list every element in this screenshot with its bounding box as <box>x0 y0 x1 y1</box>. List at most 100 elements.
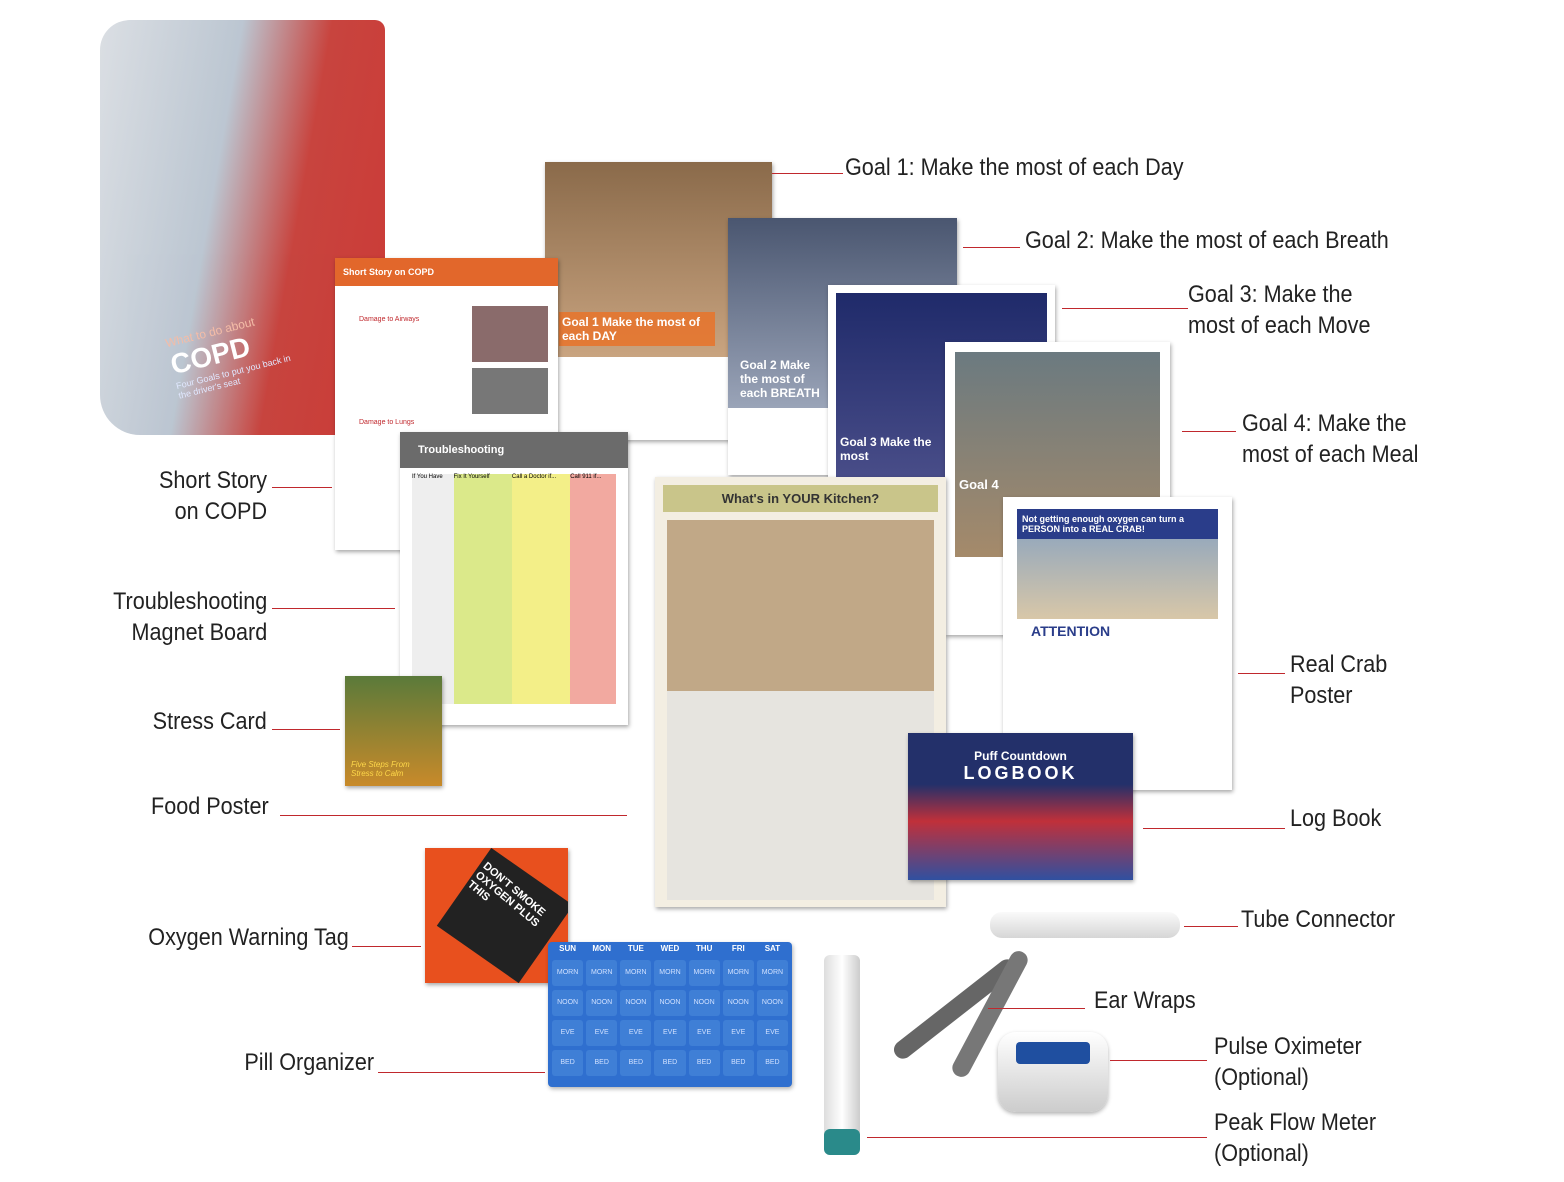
pill-compartment[interactable]: EVE <box>620 1020 652 1046</box>
pill-day-label: THU <box>695 944 713 953</box>
col-if-you-have: If You Have <box>412 474 454 704</box>
pill-compartment[interactable]: MORN <box>552 960 584 986</box>
short-story-section-1: Damage to Airways <box>359 316 420 323</box>
short-story-header: Short Story on COPD <box>335 258 558 286</box>
troubleshooting-leader <box>272 608 395 609</box>
label-peak-line2: (Optional) <box>1214 1140 1309 1167</box>
goal3-leader <box>1062 308 1188 309</box>
label-pulse-line1: Pulse Oximeter <box>1214 1033 1362 1060</box>
crab-poster-leader <box>1238 673 1285 674</box>
pill-compartment[interactable]: NOON <box>722 990 754 1016</box>
pill-compartment[interactable]: NOON <box>688 990 720 1016</box>
pulse-oximeter-leader <box>1110 1060 1207 1061</box>
pill-compartment[interactable]: EVE <box>654 1020 686 1046</box>
crab-poster-header: Not getting enough oxygen can turn a PER… <box>1017 509 1218 539</box>
pill-compartment[interactable]: EVE <box>586 1020 618 1046</box>
oxygen-tag-leader <box>352 946 421 947</box>
pill-compartment[interactable]: EVE <box>688 1020 720 1046</box>
goal4-leader <box>1182 431 1236 432</box>
goal1-banner: Goal 1 Make the most of each DAY <box>559 312 715 346</box>
label-log-book: Log Book <box>1290 805 1382 832</box>
pill-compartment[interactable]: BED <box>552 1050 584 1076</box>
peak-flow-leader <box>867 1137 1207 1138</box>
pill-compartment[interactable]: EVE <box>756 1020 788 1046</box>
goal2-leader <box>963 247 1020 248</box>
label-stress-card: Stress Card <box>152 708 267 735</box>
troubleshooting-board: Troubleshooting If You Have Fix It Yours… <box>400 432 628 725</box>
logbook-title: Puff Countdown <box>974 749 1067 763</box>
label-peak-flow: Peak Flow Meter (Optional) <box>1214 1107 1376 1169</box>
short-story-section-2: Damage to Lungs <box>359 419 415 426</box>
troubleshooting-header: Troubleshooting <box>400 432 628 468</box>
goal2-banner: Goal 2 Make the most of each BREATH <box>740 358 820 400</box>
oxygen-warning-tag: DON'T SMOKE OXYGEN PLUS THIS <box>425 848 568 983</box>
pill-compartment[interactable]: MORN <box>756 960 788 986</box>
food-poster-leader <box>280 815 627 816</box>
pill-compartment[interactable]: BED <box>722 1050 754 1076</box>
pill-compartment[interactable]: EVE <box>552 1020 584 1046</box>
pill-day-label: SAT <box>764 944 781 953</box>
log-book-leader <box>1143 828 1285 829</box>
crab-poster-attention: ATTENTION <box>1031 623 1111 639</box>
pulse-oximeter <box>998 1032 1108 1112</box>
pill-compartment[interactable]: NOON <box>756 990 788 1016</box>
label-pulse-line2: (Optional) <box>1214 1064 1309 1091</box>
label-goal2: Goal 2: Make the most of each Breath <box>1025 227 1389 254</box>
label-pill-organizer: Pill Organizer <box>244 1049 374 1076</box>
col-fix-yourself: Fix It Yourself <box>453 474 512 704</box>
label-short-story-line1: Short Story <box>158 467 267 494</box>
label-troubleshooting-line2: Magnet Board <box>131 619 267 646</box>
pill-compartment[interactable]: NOON <box>552 990 584 1016</box>
label-goal4-line1: Goal 4: Make the <box>1242 410 1407 437</box>
pill-compartment[interactable]: MORN <box>722 960 754 986</box>
pill-compartment[interactable]: NOON <box>586 990 618 1016</box>
stress-card: Five Steps From Stress to Calm <box>345 676 442 786</box>
label-short-story: Short Story on COPD <box>159 465 267 527</box>
pill-compartment[interactable]: NOON <box>654 990 686 1016</box>
pill-compartment[interactable]: MORN <box>688 960 720 986</box>
label-goal1: Goal 1: Make the most of each Day <box>845 154 1184 181</box>
peak-flow-meter <box>824 955 860 1155</box>
pill-compartment[interactable]: MORN <box>620 960 652 986</box>
short-story-leader <box>272 487 332 488</box>
pill-compartment[interactable]: BED <box>756 1050 788 1076</box>
pill-day-label: MON <box>592 944 612 953</box>
ear-wraps-leader <box>988 1008 1085 1009</box>
food-poster: What's in YOUR Kitchen? <box>655 477 946 907</box>
label-goal3-line1: Goal 3: Make the <box>1188 281 1353 308</box>
pill-day-label: SUN <box>559 944 577 953</box>
pill-day-label: FRI <box>731 944 745 953</box>
label-peak-line1: Peak Flow Meter <box>1214 1109 1377 1136</box>
col-call-911: Call 911 if... <box>570 474 616 704</box>
stress-card-title: Five Steps From Stress to Calm <box>351 760 410 778</box>
label-goal4-line2: most of each Meal <box>1242 441 1419 468</box>
food-poster-title: What's in YOUR Kitchen? <box>663 485 938 512</box>
label-tube-connector: Tube Connector <box>1241 906 1396 933</box>
label-crab-line2: Poster <box>1290 682 1353 709</box>
label-troubleshooting-line1: Troubleshooting <box>112 588 267 615</box>
label-oxygen-tag: Oxygen Warning Tag <box>148 924 349 951</box>
pill-compartment[interactable]: BED <box>654 1050 686 1076</box>
pill-compartment[interactable]: EVE <box>722 1020 754 1046</box>
label-short-story-line2: on COPD <box>174 498 267 525</box>
pill-compartment[interactable]: MORN <box>586 960 618 986</box>
goal1-leader <box>772 173 843 174</box>
log-book: Puff Countdown LOGBOOK <box>908 733 1133 880</box>
pill-compartment[interactable]: NOON <box>620 990 652 1016</box>
label-food-poster: Food Poster <box>151 793 269 820</box>
pill-compartment[interactable]: BED <box>586 1050 618 1076</box>
stress-card-leader <box>272 729 340 730</box>
pill-day-label: WED <box>660 944 680 953</box>
goal4-banner: Goal 4 <box>959 477 999 492</box>
pill-compartment[interactable]: BED <box>620 1050 652 1076</box>
pill-compartment[interactable]: BED <box>688 1050 720 1076</box>
label-crab-line1: Real Crab <box>1290 651 1388 678</box>
pill-compartment[interactable]: MORN <box>654 960 686 986</box>
